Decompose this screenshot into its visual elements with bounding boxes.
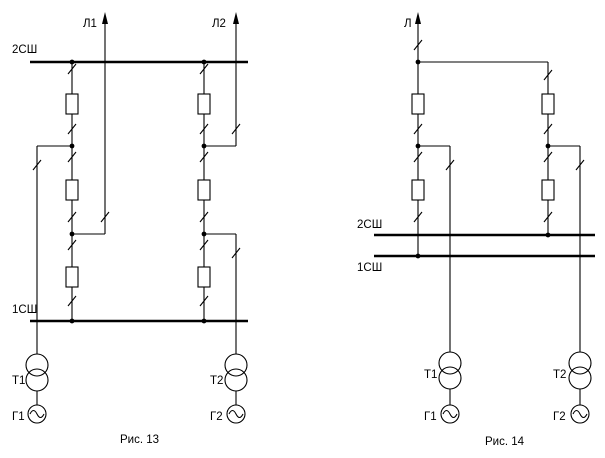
fig14-breaker [541, 93, 555, 115]
figure-13: Л1 Л2 2СШ 1СШ Т1 Т2 Г1 Г2 Рис. 13 [12, 12, 248, 446]
fig14-line-arrow [415, 12, 421, 24]
fig13-node [201, 231, 207, 237]
fig13-t2-label: Т2 [210, 375, 223, 387]
fig14-t1-transformer-winding [438, 366, 462, 390]
fig14-t2-transformer-winding [568, 351, 592, 375]
fig13-bus1-label: 1СШ [12, 304, 37, 316]
fig14-node [415, 253, 421, 259]
fig13-disconnector [199, 151, 209, 163]
fig13-disconnector [199, 211, 209, 223]
fig13-breaker [65, 266, 79, 288]
fig14-t2-transformer-winding [568, 366, 592, 390]
fig14-g2-generator [570, 404, 590, 424]
fig14-g1-generator [440, 404, 460, 424]
fig13-breaker [197, 266, 211, 288]
fig13-node [69, 231, 75, 237]
fig14-disconnector [445, 159, 455, 171]
figure-14: Л 2СШ 1СШ Т1 Т2 Г1 Г2 Рис. 14 [357, 12, 595, 448]
fig13-disconnector [67, 63, 77, 75]
fig13-node [69, 143, 75, 149]
fig13-disconnector [67, 295, 77, 307]
fig13-t2-transformer-winding [224, 353, 248, 377]
fig14-caption: Рис. 14 [485, 436, 525, 448]
fig14-t2-label: Т2 [553, 369, 566, 381]
fig13-t1-label: Т1 [12, 375, 25, 387]
fig14-disconnector [413, 39, 423, 51]
fig13-g2-label: Г2 [210, 411, 223, 423]
fig13-breaker [197, 179, 211, 201]
fig14-breaker [541, 179, 555, 201]
fig14-g2-label: Г2 [553, 411, 566, 423]
fig14-breaker [411, 179, 425, 201]
fig14-disconnector [543, 69, 553, 81]
fig13-disconnector [67, 151, 77, 163]
fig13-disconnector [67, 211, 77, 223]
fig13-node [69, 59, 75, 65]
fig14-node [415, 59, 421, 65]
fig14-t1-transformer-winding [438, 351, 462, 375]
fig13-disconnector [199, 239, 209, 251]
fig13-node [201, 59, 207, 65]
fig14-disconnector [543, 211, 553, 223]
fig13-t1-transformer-winding [25, 368, 49, 392]
fig13-disconnector [100, 211, 110, 223]
fig13-disconnector [199, 123, 209, 135]
fig13-g2-sine-icon [228, 409, 244, 419]
fig13-breaker [197, 93, 211, 115]
fig13-node [201, 318, 207, 324]
fig14-t1-label: Т1 [424, 369, 437, 381]
fig13-t2-transformer-winding [224, 368, 248, 392]
fig14-g1-label: Г1 [424, 411, 437, 423]
fig13-disconnector [199, 63, 209, 75]
fig13-line1-label: Л1 [83, 18, 97, 30]
fig14-disconnector [543, 151, 553, 163]
fig13-t1-transformer-winding [25, 353, 49, 377]
fig13-bus2-label: 2СШ [12, 44, 37, 56]
fig14-disconnector [543, 123, 553, 135]
fig14-node [545, 232, 551, 238]
fig14-disconnector [575, 159, 585, 171]
fig13-disconnector [231, 123, 241, 135]
fig13-breaker [65, 179, 79, 201]
fig13-line2-label: Л2 [212, 18, 226, 30]
fig14-bus1-label: 1СШ [357, 262, 382, 274]
fig13-line2-arrow [233, 12, 239, 24]
fig14-g1-sine-icon [442, 409, 458, 419]
fig14-disconnector [413, 151, 423, 163]
fig14-line-label: Л [404, 18, 412, 30]
fig13-g1-sine-icon [29, 409, 45, 419]
fig13-disconnector [67, 239, 77, 251]
fig13-disconnector [32, 159, 42, 171]
fig14-bus2-label: 2СШ [357, 219, 382, 231]
fig13-line1-arrow [102, 12, 108, 24]
fig13-disconnector [67, 123, 77, 135]
fig13-caption: Рис. 13 [120, 434, 159, 446]
fig13-g2-generator [226, 404, 246, 424]
fig14-breaker [411, 93, 425, 115]
fig13-disconnector [199, 295, 209, 307]
fig13-breaker [65, 93, 79, 115]
fig13-node [69, 318, 75, 324]
fig13-node [201, 143, 207, 149]
fig13-g1-generator [27, 404, 47, 424]
fig13-disconnector [231, 247, 241, 259]
fig14-disconnector [413, 211, 423, 223]
fig14-disconnector [413, 123, 423, 135]
fig13-g1-label: Г1 [12, 411, 25, 423]
fig14-g2-sine-icon [572, 409, 588, 419]
